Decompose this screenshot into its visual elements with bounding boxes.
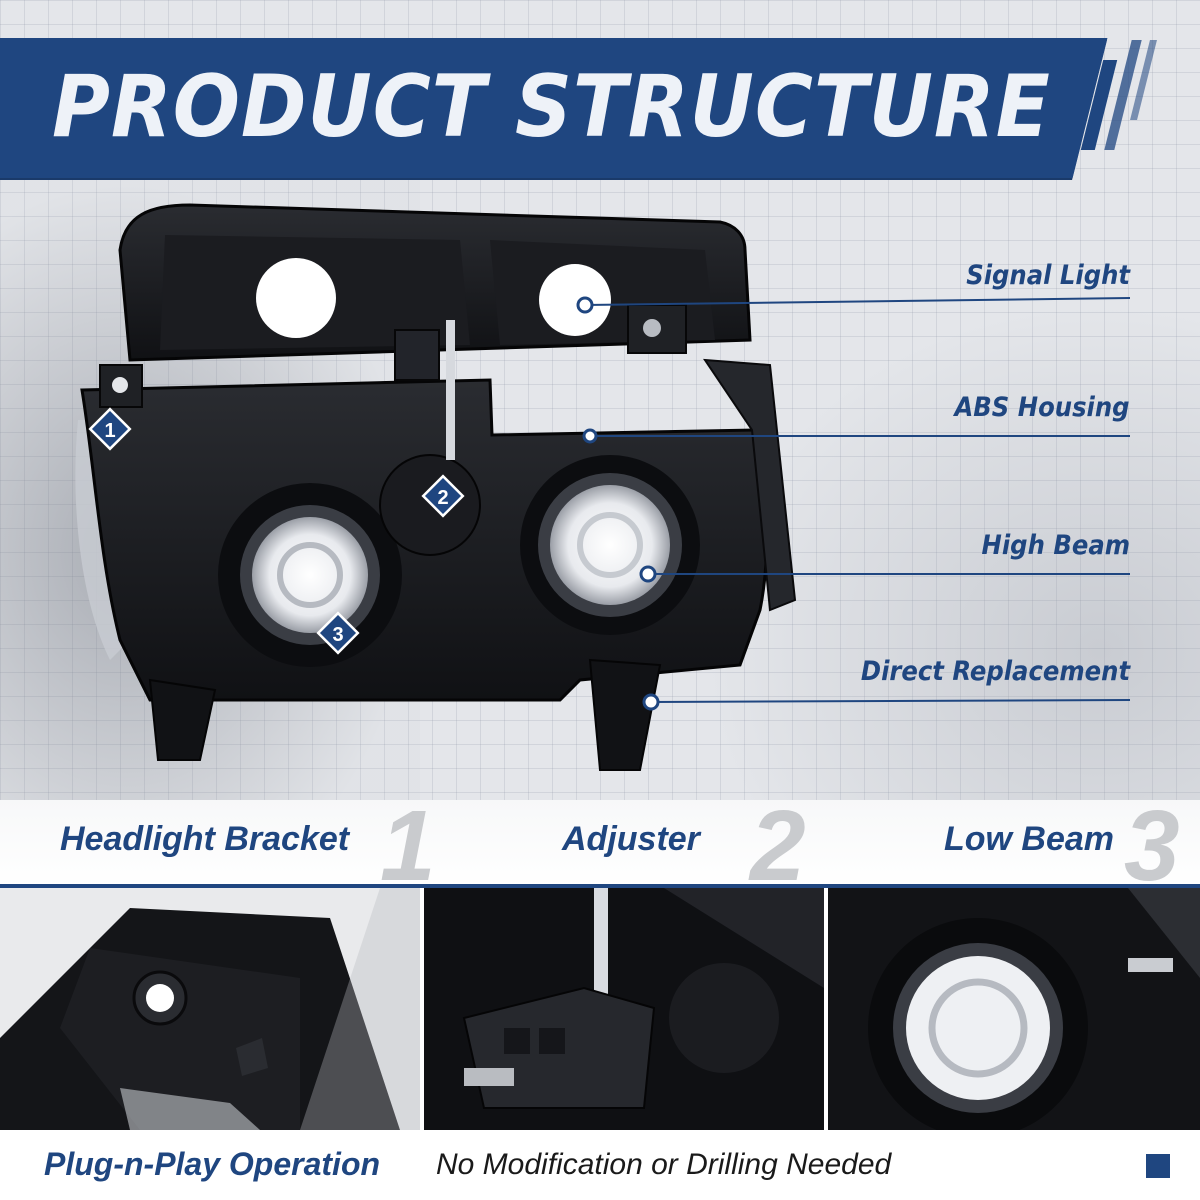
footer-square-accent: [1146, 1154, 1170, 1178]
headlight-assembly-illustration: 1 2 3: [75, 203, 1131, 771]
callout-high-beam: High Beam: [981, 530, 1130, 561]
feature-label-low-beam: Low Beam: [944, 820, 1115, 858]
mounting-leg-right: [588, 658, 662, 771]
feature-number-3: 3: [1124, 790, 1180, 902]
page-title: PRODUCT STRUCTURE: [52, 57, 1051, 157]
band-divider: [0, 884, 1200, 888]
callout-dot-signal: [576, 296, 594, 314]
footer: [0, 1130, 1200, 1200]
feature-number-1: 1: [380, 790, 436, 902]
footer-highlight: Plug-n-Play Operation: [44, 1146, 381, 1182]
mounting-leg-left: [148, 678, 217, 761]
marker-2-number: 2: [437, 487, 448, 509]
adjuster-cap: [379, 454, 481, 556]
detail-photo-headlight-bracket: [0, 888, 420, 1130]
callout-dot-housing: [582, 428, 598, 444]
callout-abs-housing: ABS Housing: [954, 392, 1130, 423]
feature-label-adjuster: Adjuster: [562, 820, 700, 858]
footer-text: No Modification or Drilling Needed: [436, 1148, 892, 1181]
marker-3-number: 3: [332, 624, 343, 646]
marker-3: [316, 611, 360, 655]
callout-signal-light: Signal Light: [966, 260, 1130, 291]
adjuster-rod: [446, 320, 455, 460]
marker-1-number: 1: [104, 420, 115, 442]
callout-dot-replacement: [642, 693, 660, 711]
callout-dot-high-beam: [639, 565, 657, 583]
marker-1: [88, 407, 132, 451]
low-beam-socket: [252, 517, 368, 633]
detail-photo-adjuster: [424, 888, 824, 1130]
callout-line-replacement: [650, 699, 1131, 703]
signal-socket-right: [539, 264, 611, 336]
feature-number-2: 2: [750, 790, 806, 902]
callout-direct-replacement: Direct Replacement: [860, 656, 1130, 687]
callout-line-signal: [584, 297, 1131, 306]
high-beam-socket: [550, 485, 670, 605]
detail-photo-low-beam: [828, 888, 1200, 1130]
feature-band: [0, 800, 1200, 888]
feature-label-headlight-bracket: Headlight Bracket: [60, 820, 350, 858]
marker-2: [421, 474, 465, 518]
signal-socket-left: [256, 258, 336, 338]
